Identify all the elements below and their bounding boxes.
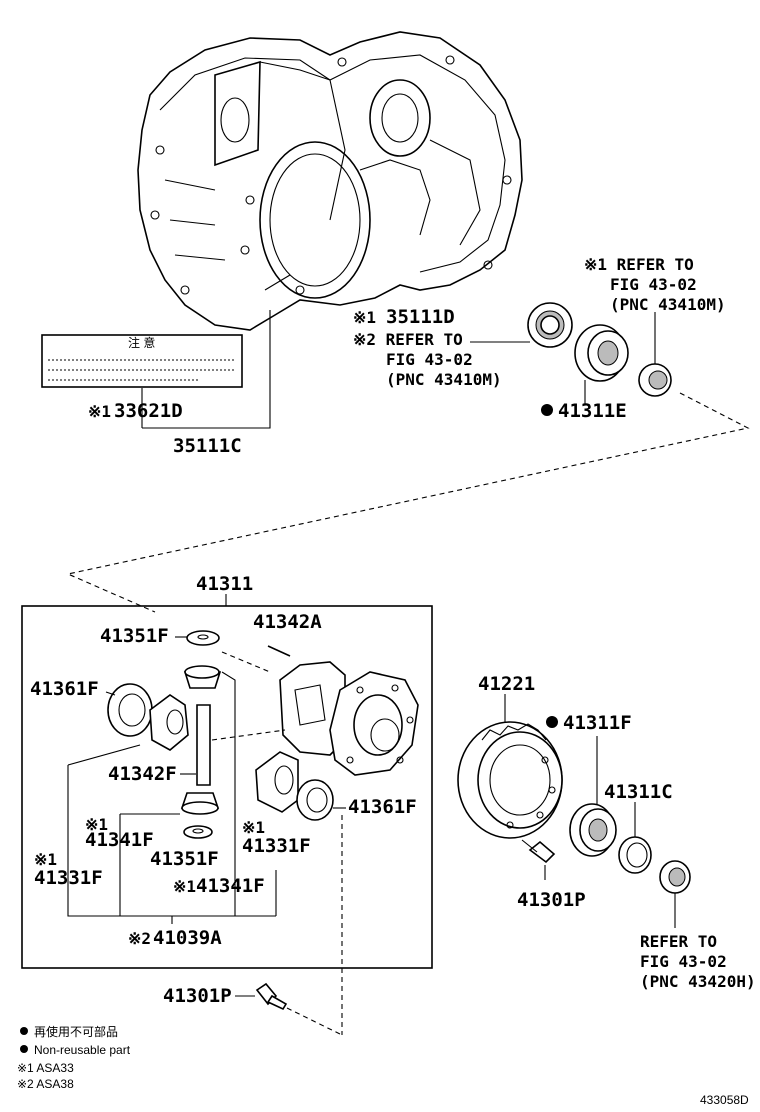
refer-text-line1: ※2 REFER TO (353, 330, 463, 349)
note-mark: ※1 (353, 308, 376, 327)
part-label-41361F[interactable]: 41361F (30, 678, 99, 700)
pinion-gear-top[interactable] (183, 665, 222, 689)
note-mark: ※1 (88, 402, 111, 421)
part-label-41311C[interactable]: 41311C (604, 781, 673, 803)
refer-text-line3: (PNC 43410M) (386, 370, 502, 389)
refer-text-line2: FIG 43-02 (640, 952, 727, 971)
refer-text-line2: FIG 43-02 (386, 350, 473, 369)
part-label-41341F[interactable]: 41341F (196, 875, 265, 897)
note-mark: ※1 (85, 815, 108, 834)
part-label-41301P[interactable]: 41301P (517, 889, 586, 911)
refer-text-line1: ※1 REFER TO (584, 255, 694, 274)
part-label-41342A[interactable]: 41342A (253, 611, 322, 633)
refer-text-line1: REFER TO (640, 932, 717, 951)
legend: 再使用不可部品 Non-reusable part ※1 ASA33 ※2 AS… (17, 1024, 131, 1091)
note-mark: ※2 (128, 929, 151, 948)
part-label-41311E[interactable]: 41311E (558, 400, 627, 422)
refer-text-line3: (PNC 43410M) (610, 295, 726, 314)
part-label-41301P[interactable]: 41301P (163, 985, 232, 1007)
washer-41351F-bottom[interactable] (183, 825, 213, 839)
note-mark: ※1 (242, 818, 265, 837)
bearing-race-refer-43420H[interactable] (659, 860, 691, 894)
refer-text-line3: (PNC 43420H) (640, 972, 756, 991)
bolt-41301P-bottom[interactable] (255, 982, 288, 1011)
ring-gear-41221[interactable] (457, 721, 563, 839)
bearing-41311F[interactable] (569, 803, 617, 857)
pinion-shaft-41342F[interactable] (196, 704, 211, 786)
side-gear-41331F-center[interactable] (255, 751, 299, 813)
transaxle-housing[interactable] (137, 31, 523, 331)
part-label-41351F[interactable]: 41351F (100, 625, 169, 647)
bolt-41301P-right[interactable] (521, 839, 556, 864)
legend-jp: 再使用不可部品 (34, 1024, 118, 1039)
part-label-41341F[interactable]: 41341F (85, 829, 154, 851)
part-label-41351F[interactable]: 41351F (150, 848, 219, 870)
caution-label-33621D[interactable]: 注 意 (41, 334, 243, 388)
part-label-41221[interactable]: 41221 (478, 673, 535, 695)
legend-en: Non-reusable part (34, 1043, 131, 1057)
part-label-41311F[interactable]: 41311F (563, 712, 632, 734)
note-mark: ※1 (173, 877, 196, 896)
differential-assembly-box (21, 605, 433, 969)
part-label-41331F[interactable]: 41331F (242, 835, 311, 857)
legend-asa33: ※1 ASA33 (17, 1061, 74, 1075)
part-label-41361F[interactable]: 41361F (348, 796, 417, 818)
pin-41342A[interactable] (267, 645, 291, 657)
thrust-washer-41361F-left[interactable] (107, 683, 153, 737)
part-label-41311[interactable]: 41311 (196, 573, 253, 595)
caution-title: 注 意 (128, 335, 155, 350)
part-label-41039A[interactable]: 41039A (153, 927, 222, 949)
non-reusable-dot-icon (20, 1027, 28, 1035)
pinion-gear-41341F-bottom[interactable] (180, 792, 220, 815)
figure-number: 433058D (700, 1093, 749, 1107)
bearing-race-refer-43410M[interactable] (638, 363, 672, 397)
washer-41351F-top[interactable] (186, 630, 220, 646)
side-gear-left[interactable] (149, 694, 189, 751)
part-label-41342F[interactable]: 41342F (108, 763, 177, 785)
bearing-41311E[interactable] (574, 324, 629, 382)
part-label-33621D[interactable]: 33621D (114, 400, 183, 422)
differential-case[interactable] (279, 661, 419, 776)
thrust-washer-41361F-right[interactable] (296, 779, 334, 821)
non-reusable-dot-icon (541, 404, 553, 416)
legend-asa38: ※2 ASA38 (17, 1077, 74, 1091)
oil-seal-35111D[interactable] (527, 302, 573, 348)
non-reusable-dot-icon (546, 716, 558, 728)
part-label-35111D[interactable]: 35111D (386, 306, 455, 328)
refer-text-line2: FIG 43-02 (610, 275, 697, 294)
part-label-35111C[interactable]: 35111C (173, 435, 242, 457)
note-mark: ※1 (34, 850, 57, 869)
shim-41311C[interactable] (618, 836, 652, 874)
non-reusable-dot-icon (20, 1045, 28, 1053)
